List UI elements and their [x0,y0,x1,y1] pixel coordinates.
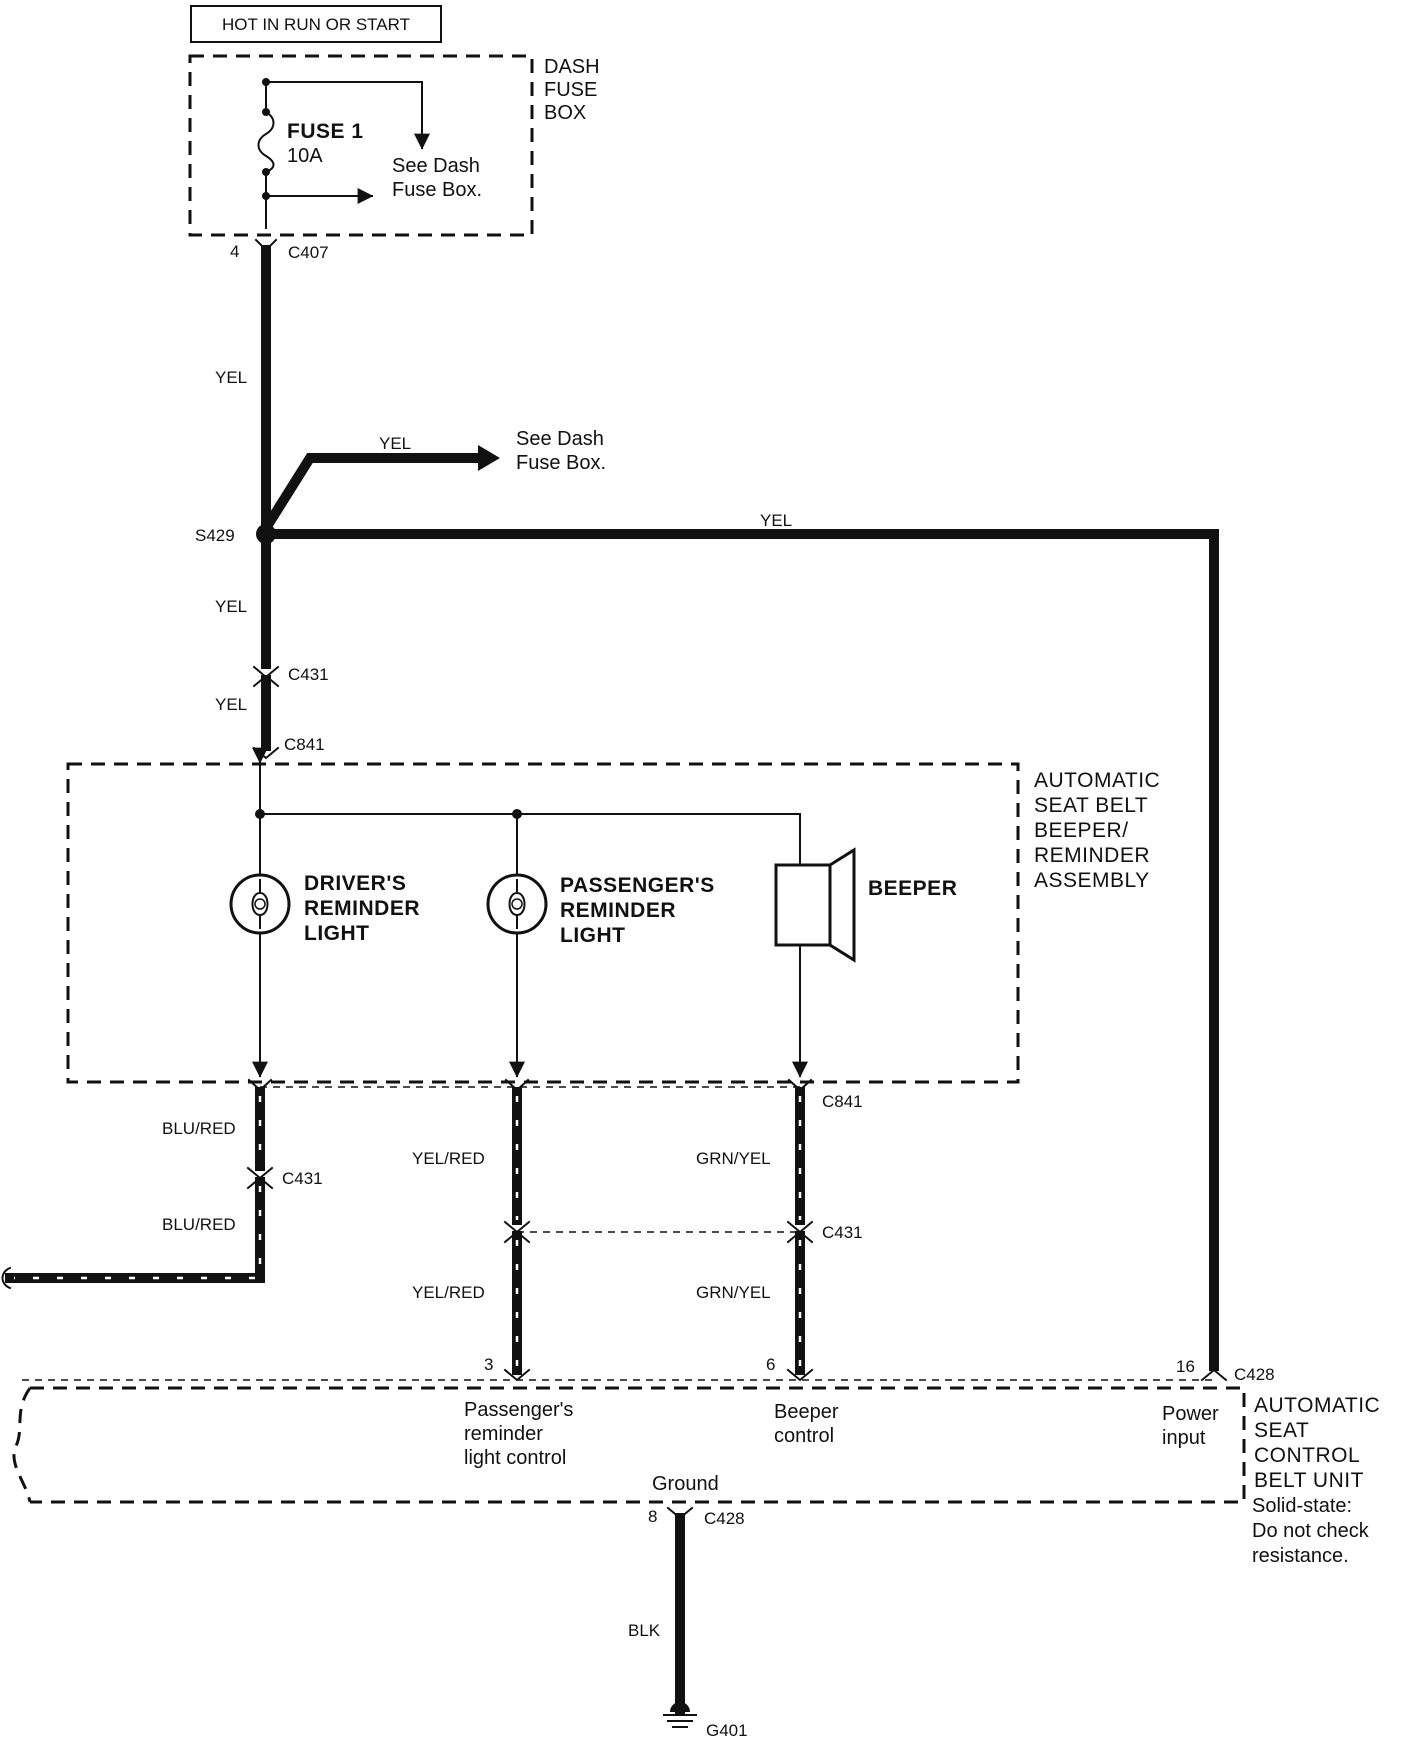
beeper-control-label-2: control [774,1425,834,1447]
wire-label-blu-red-1: BLU/RED [162,1119,236,1138]
c431-label-top: C431 [288,665,329,684]
c428-label-bottom: C428 [704,1509,745,1528]
control-unit-note-1: Solid-state: [1252,1495,1352,1517]
branch-see-ref-1: See Dash [516,428,604,450]
dash-fuse-box: DASH FUSE BOX FUSE 1 10A See Dash Fuse B… [188,54,600,237]
pin-3-label: 3 [484,1355,493,1374]
c428-top-connector: 16 C428 [22,1357,1275,1384]
wire-label-yel-3: YEL [215,695,247,714]
control-unit-title-4: BELT UNIT [1254,1469,1364,1492]
wire-label-grn-yel-1: GRN/YEL [696,1149,771,1168]
wire-label-yel-long: YEL [760,511,792,530]
c407-label: C407 [288,243,329,262]
passenger-light-label-2: REMINDER [560,899,676,922]
c841-label-top: C841 [284,735,325,754]
control-unit-note-3: resistance. [1252,1545,1349,1567]
beeper-control-label-1: Beeper [774,1401,839,1423]
power-header-label: HOT IN RUN OR START [222,15,410,34]
control-unit-title-1: AUTOMATIC [1254,1394,1380,1417]
passenger-light-label-1: PASSENGER'S [560,874,715,897]
fuse-1-symbol [257,110,275,174]
driver-light-label-1: DRIVER'S [304,872,406,895]
c431-label-right: C431 [822,1223,863,1242]
wire-label-yel-2: YEL [215,597,247,616]
s429-label: S429 [195,526,235,545]
wire-label-blu-red-2: BLU/RED [162,1215,236,1234]
assembly-title-2: SEAT BELT [1034,794,1148,817]
ground-icon [663,1702,697,1728]
branch-see-ref-2: Fuse Box. [516,452,606,474]
fuse-1-name: FUSE 1 [287,120,364,143]
passenger-control-label-3: light control [464,1447,566,1469]
control-unit-note-2: Do not check [1252,1520,1370,1542]
passenger-control-label-2: reminder [464,1423,543,1445]
c841-label-bottom: C841 [822,1092,863,1111]
assembly-title-1: AUTOMATIC [1034,769,1160,792]
passenger-reminder-light-bulb-icon [486,873,548,935]
wire-label-grn-yel-2: GRN/YEL [696,1283,771,1302]
passenger-control-label-1: Passenger's [464,1399,573,1421]
dash-fuse-box-title-2: FUSE [544,79,597,101]
power-header: HOT IN RUN OR START [190,5,442,43]
beeper-speaker-icon [774,847,856,963]
c428-label-top: C428 [1234,1365,1275,1384]
driver-light-label-2: REMINDER [304,897,420,920]
fuse-see-ref-2: Fuse Box. [392,179,482,201]
dash-fuse-box-title-3: BOX [544,102,586,124]
control-unit-title-2: SEAT [1254,1419,1309,1442]
wire-label-yel-red-1: YEL/RED [412,1149,485,1168]
main-yel-feed: 4 C407 YEL YEL See Dash Fuse Box. S429 Y… [195,238,1219,1371]
c431-label-left: C431 [282,1169,323,1188]
wire-blu-red: BLU/RED C431 BLU/RED [1,1087,323,1290]
ground-label: Ground [652,1473,719,1495]
assembly-title-5: ASSEMBLY [1034,869,1150,892]
c841-bottom-connector: C841 [247,1078,863,1111]
power-input-label-2: input [1162,1427,1206,1449]
g401-label: G401 [706,1721,748,1740]
assembly-title-4: REMINDER [1034,844,1150,867]
driver-reminder-light-bulb-icon [229,873,291,935]
ground-circuit: 8 C428 BLK G401 [628,1506,748,1740]
wire-label-yel-red-2: YEL/RED [412,1283,485,1302]
seat-control-belt-unit: Passenger's reminder light control Beepe… [12,1386,1380,1567]
control-unit-title-3: CONTROL [1254,1444,1360,1467]
wire-label-yel-1: YEL [215,368,247,387]
fuse-1-rating: 10A [287,145,323,167]
driver-light-label-3: LIGHT [304,922,370,945]
wire-grn-yel: GRN/YEL C431 GRN/YEL 6 [696,1087,863,1375]
power-input-label-1: Power [1162,1403,1219,1425]
pin-8-label: 8 [648,1507,657,1526]
pin-16-label: 16 [1176,1357,1195,1376]
beeper-reminder-assembly: AUTOMATIC SEAT BELT BEEPER/ REMINDER ASS… [66,747,1160,1084]
dash-fuse-box-title-1: DASH [544,56,600,78]
wire-label-blk: BLK [628,1621,661,1640]
c407-pin: 4 [230,242,239,261]
beeper-label: BEEPER [868,877,957,900]
fuse-see-ref-1: See Dash [392,155,480,177]
wire-label-yel-branch: YEL [379,434,411,453]
passenger-light-label-3: LIGHT [560,924,626,947]
wire-yel-red: YEL/RED YEL/RED 3 [412,1087,531,1375]
assembly-title-3: BEEPER/ [1034,819,1129,842]
pin-6-label: 6 [766,1355,775,1374]
